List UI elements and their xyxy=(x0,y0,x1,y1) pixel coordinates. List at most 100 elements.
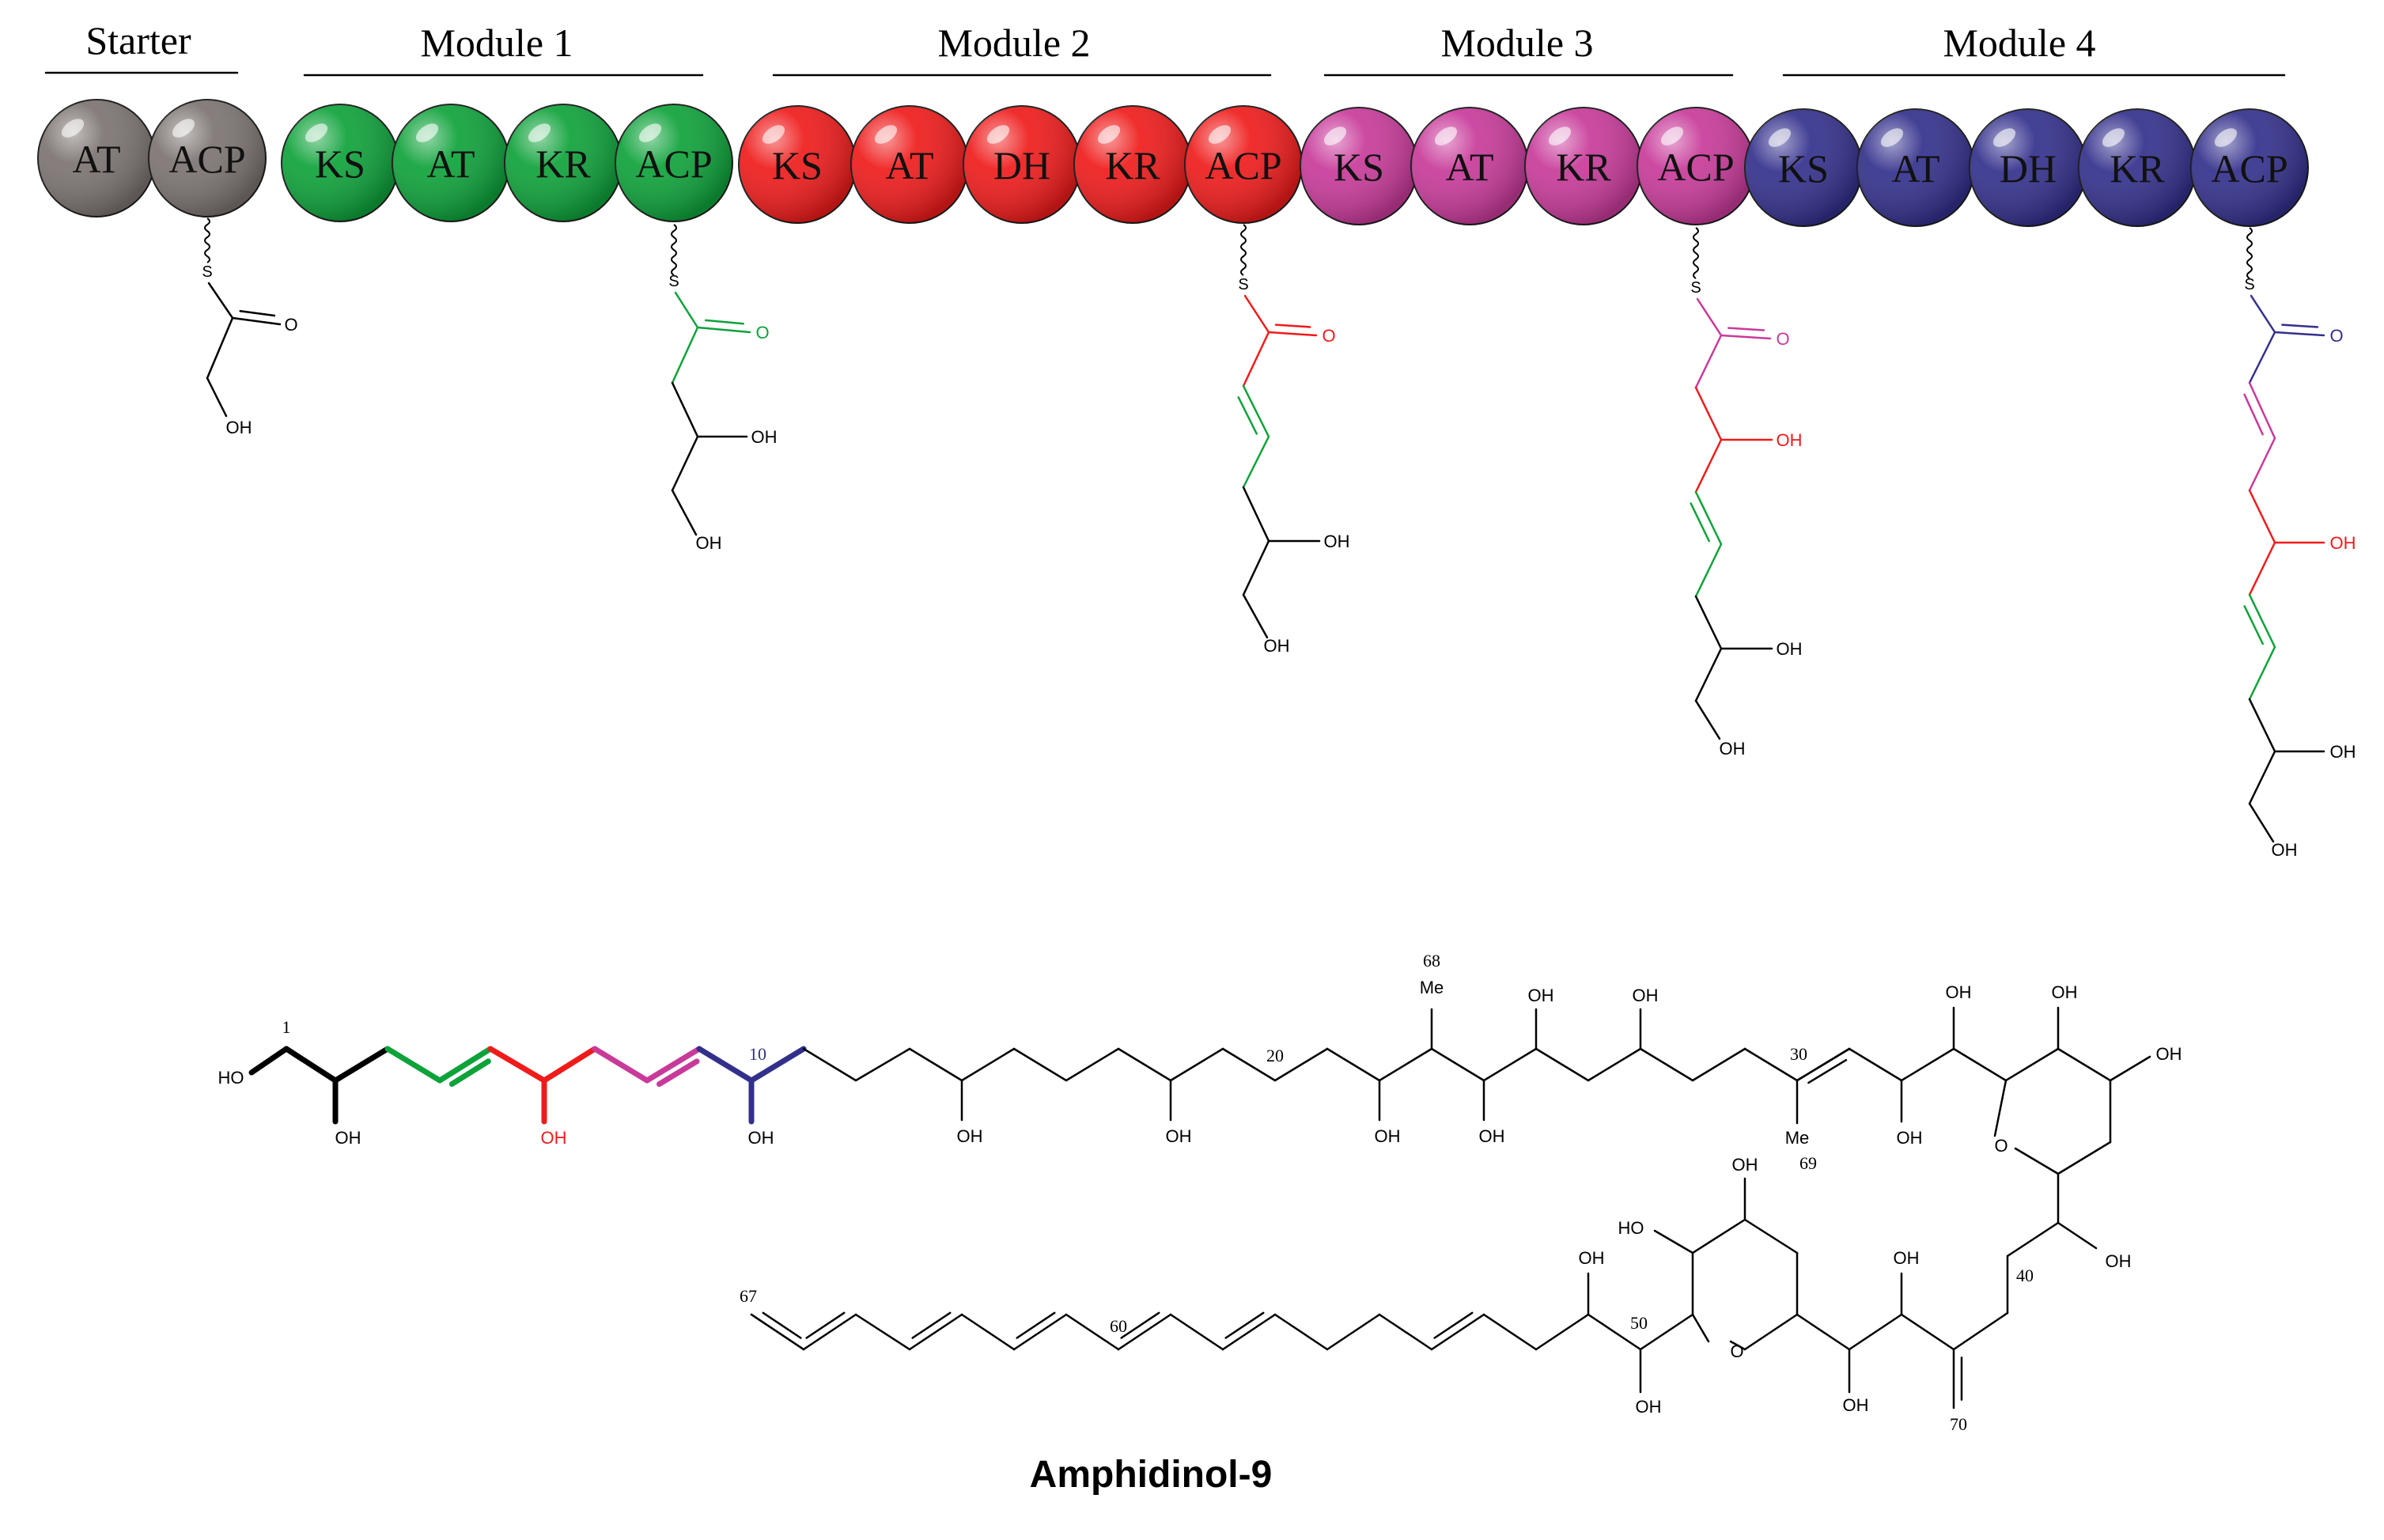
double-bond-line xyxy=(448,1058,491,1088)
bond xyxy=(283,1046,339,1084)
hydroxyl-label: OH xyxy=(1732,1155,1758,1175)
bond xyxy=(1743,1047,1799,1082)
bond xyxy=(1694,699,1721,740)
domain-label: ACP xyxy=(2211,146,2288,191)
hydroxyl-label: OH xyxy=(748,1128,774,1148)
carbon-number: 30 xyxy=(1790,1044,1807,1064)
bond xyxy=(2006,1221,2060,1258)
bond xyxy=(207,282,234,320)
bond xyxy=(1243,294,1270,334)
domain-highlight xyxy=(762,125,785,144)
double-bond-line xyxy=(1807,1058,1848,1084)
bond xyxy=(1534,1313,1590,1351)
carbon-number: 10 xyxy=(749,1044,766,1064)
bond xyxy=(2014,1147,2060,1175)
bond xyxy=(1117,1047,1172,1082)
bond xyxy=(1694,334,1723,389)
bond xyxy=(671,435,699,492)
bond xyxy=(2248,489,2276,544)
bond xyxy=(1691,1047,1746,1082)
domain-highlight xyxy=(874,125,898,144)
hydroxyl-label: OH xyxy=(541,1128,567,1148)
bond xyxy=(674,291,699,329)
bond xyxy=(854,1313,911,1351)
domain-label: ACP xyxy=(168,137,245,181)
hydroxyl-label: OH xyxy=(2330,533,2356,553)
bond xyxy=(1587,1313,1642,1351)
hydroxyl-label: OH xyxy=(1777,430,1803,450)
module-title: Module 3 xyxy=(1440,21,1593,65)
domain-highlight xyxy=(172,119,195,138)
bond xyxy=(1796,1047,1851,1082)
bond xyxy=(1796,1313,1851,1351)
hydroxyl-label: OH xyxy=(1479,1126,1505,1146)
domain-label: KR xyxy=(2110,146,2165,191)
oxygen-label: O xyxy=(2329,326,2343,346)
double-bond-line xyxy=(239,309,276,317)
domain-highlight xyxy=(1768,128,1792,147)
bond xyxy=(1639,1313,1694,1351)
bond xyxy=(2248,593,2276,649)
double-bond-line xyxy=(762,1311,802,1339)
bond xyxy=(206,316,234,380)
bond xyxy=(1117,1313,1172,1351)
hydroxyl-label: OH xyxy=(696,533,722,553)
compound-name: Amphidinol-9 xyxy=(1030,1454,1273,1496)
double-bond-line xyxy=(656,1058,700,1088)
hydroxyl-label: OH xyxy=(335,1128,361,1148)
bond xyxy=(1430,1313,1485,1351)
domain-highlight xyxy=(61,119,85,138)
bond xyxy=(437,1046,494,1084)
carbon-number: 67 xyxy=(740,1286,757,1306)
bond xyxy=(1743,1218,1799,1254)
bond xyxy=(2109,1055,2151,1082)
bond xyxy=(750,1313,805,1351)
bond xyxy=(908,1313,963,1351)
module-title: Starter xyxy=(85,18,191,62)
bond xyxy=(1694,490,1723,546)
double-bond-line xyxy=(1120,1311,1160,1339)
bond xyxy=(1729,1340,1746,1351)
domain-label: KS xyxy=(315,142,365,186)
bond xyxy=(2057,1141,2112,1175)
double-bond-line xyxy=(2281,324,2319,328)
hydroxyl-label: OH xyxy=(1264,636,1290,656)
hydroxyl-label: OH xyxy=(2106,1251,2132,1271)
domain-highlight xyxy=(2214,128,2238,147)
bond xyxy=(2248,750,2276,805)
hydroxyl-label: OH xyxy=(1843,1395,1869,1415)
bond xyxy=(1482,1313,1538,1351)
bond xyxy=(671,489,698,536)
hydroxyl-label: HO xyxy=(1618,1218,1644,1238)
bond xyxy=(1694,438,1723,494)
bond xyxy=(2248,802,2275,843)
oxygen-label: O xyxy=(1776,329,1789,349)
domain-label: KS xyxy=(1778,146,1829,191)
domain-highlight xyxy=(1660,127,1684,146)
carbon-number: 60 xyxy=(1110,1316,1127,1336)
bond xyxy=(1378,1313,1433,1351)
domain-label: ACP xyxy=(635,142,712,186)
bond xyxy=(1065,1047,1120,1082)
double-bond-line xyxy=(805,1311,846,1339)
bond xyxy=(1273,1313,1329,1351)
hydroxyl-label: OH xyxy=(1633,986,1659,1005)
bond xyxy=(1012,1313,1068,1351)
bond xyxy=(960,1313,1016,1351)
hydroxyl-label: OH xyxy=(1528,986,1554,1005)
hydroxyl-label: OH xyxy=(226,418,252,437)
double-bond-line xyxy=(1016,1311,1056,1339)
bond xyxy=(1694,543,1723,598)
module-title: Module 1 xyxy=(420,21,573,65)
domain-label: ACP xyxy=(1657,145,1734,189)
domain-highlight xyxy=(1548,127,1572,146)
bond xyxy=(1743,1313,1799,1351)
domain-highlight xyxy=(1992,128,2016,147)
sulfur-label: S xyxy=(1690,279,1701,297)
